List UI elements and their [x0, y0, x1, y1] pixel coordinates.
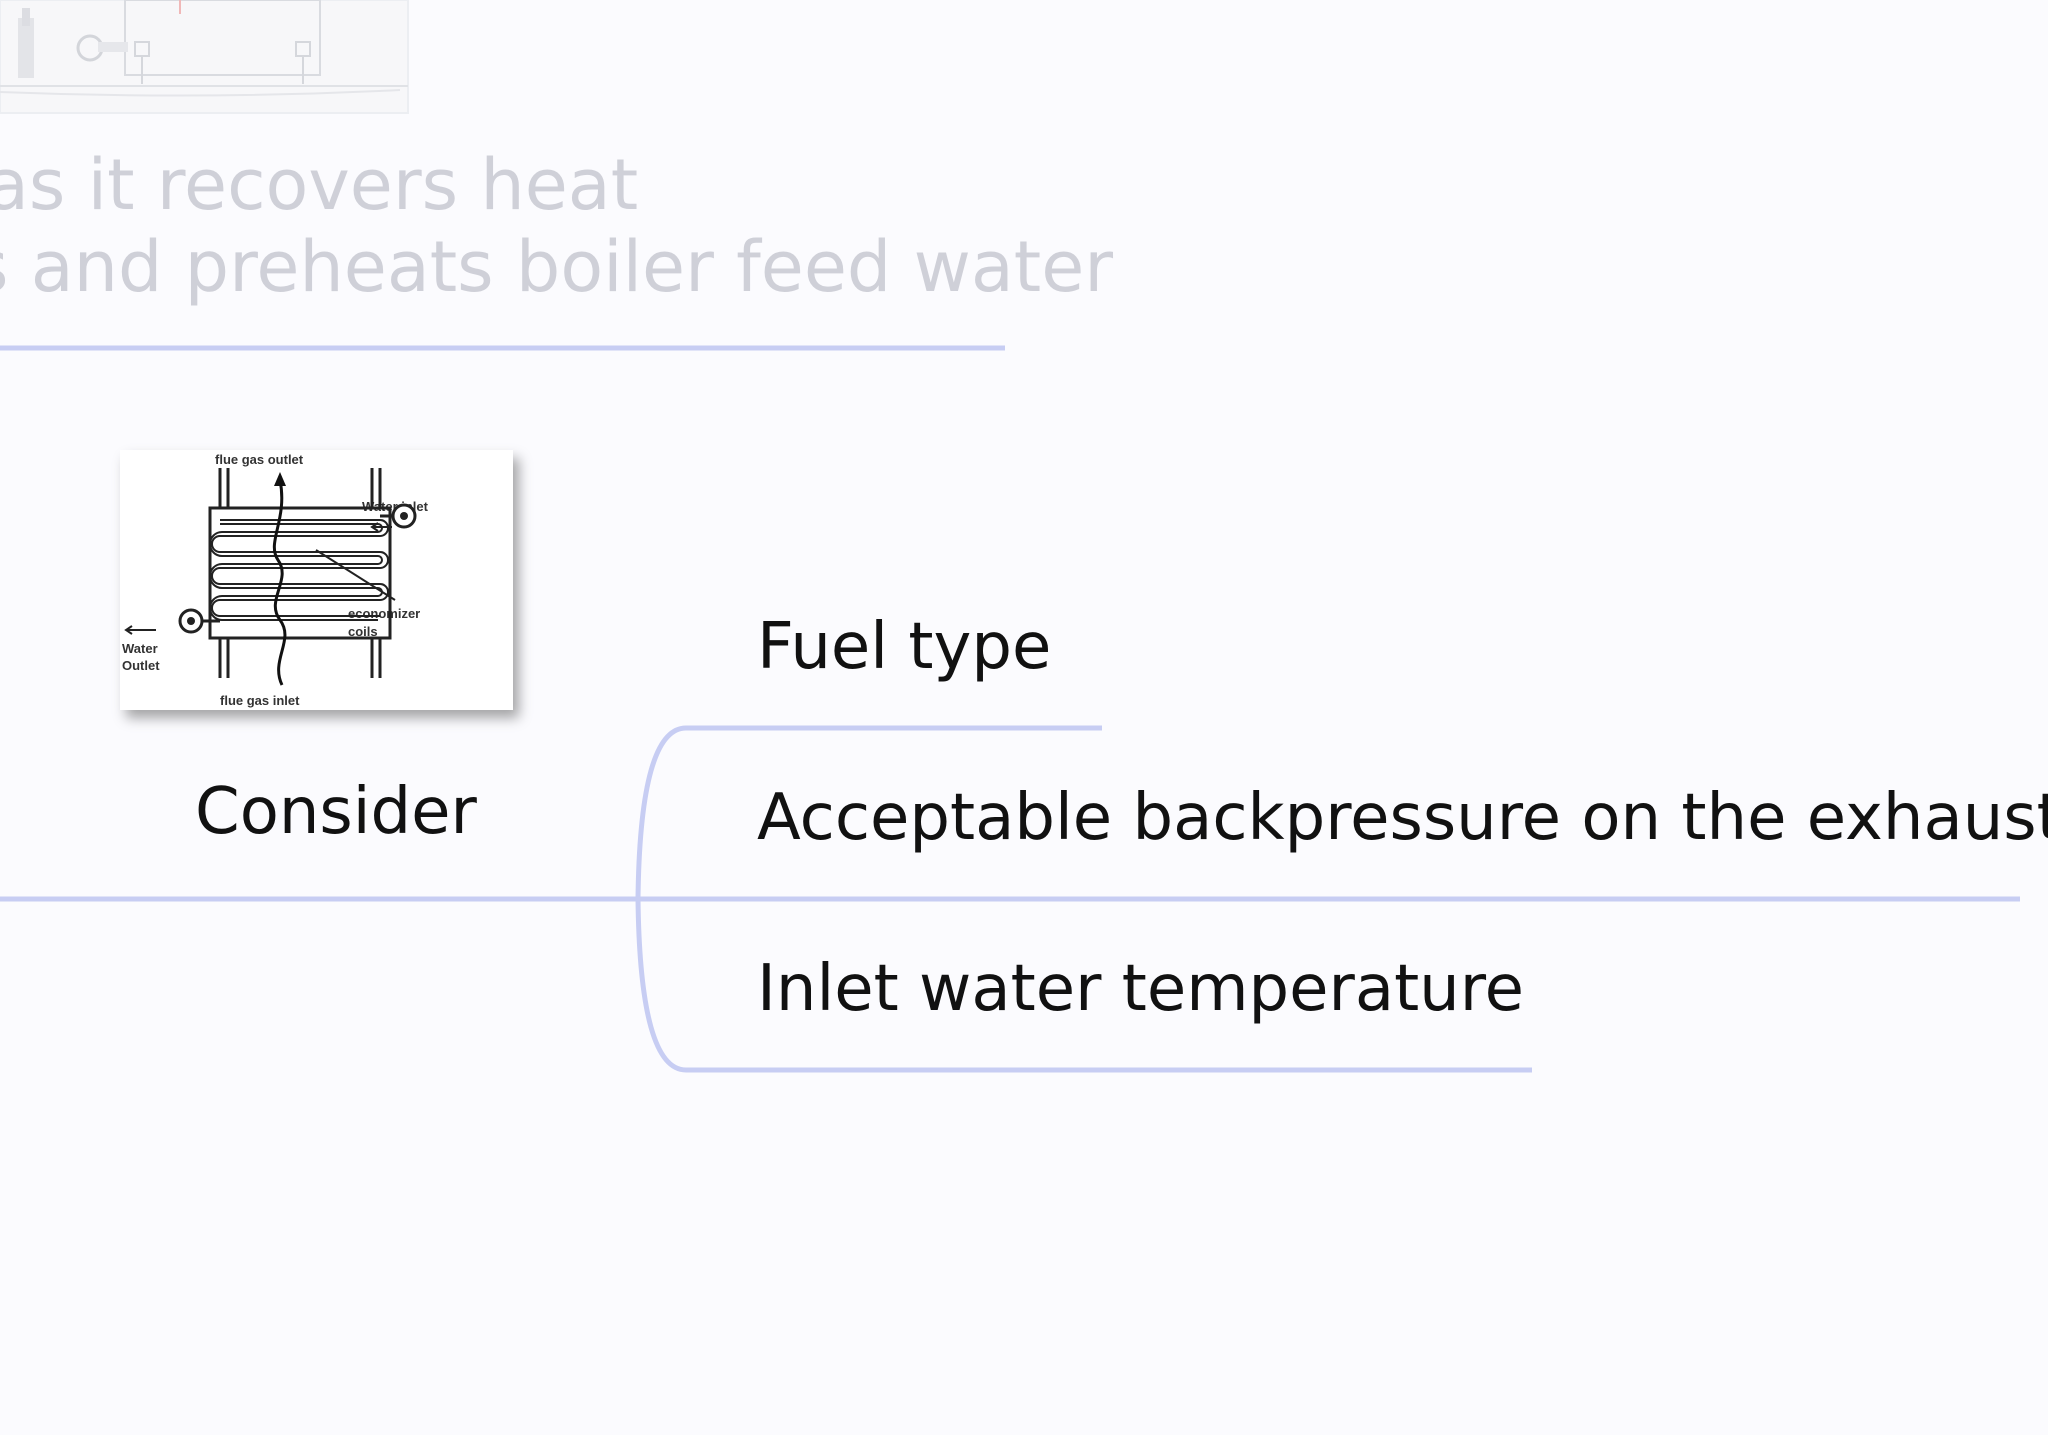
label-economizer-1: economizer — [348, 606, 420, 621]
branch-acceptable-backpressure: Acceptable backpressure on the exhaust — [757, 781, 2048, 855]
economizer-diagram: flue gas outlet Water inlet economizer c… — [120, 450, 513, 710]
label-flue-gas-outlet: flue gas outlet — [215, 452, 304, 467]
faded-boiler-image — [0, 0, 409, 114]
branch-inlet-water-temperature: Inlet water temperature — [757, 952, 1524, 1026]
label-flue-gas-inlet: flue gas inlet — [220, 693, 300, 708]
faded-text-line-1: as it recovers heat — [0, 144, 639, 226]
label-economizer-2: coils — [348, 624, 378, 639]
faded-text-line-2: s and preheats boiler feed water — [0, 226, 1114, 308]
label-water-outlet-1: Water — [122, 641, 158, 656]
branch-fuel-type: Fuel type — [757, 610, 1052, 684]
label-water-outlet-2: Outlet — [122, 658, 160, 673]
economizer-diagram-svg: flue gas outlet Water inlet economizer c… — [122, 452, 429, 708]
central-topic-consider: Consider — [195, 775, 477, 849]
